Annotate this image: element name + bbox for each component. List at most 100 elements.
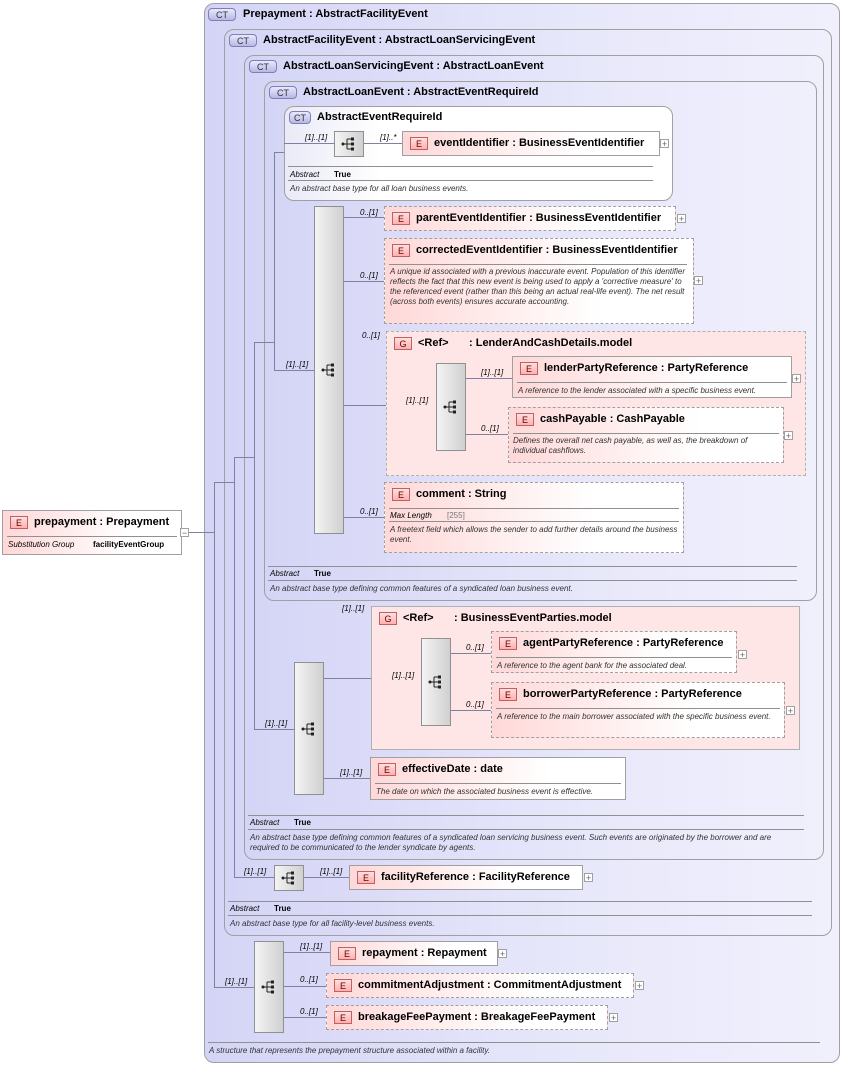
commitment-adjustment-element[interactable]: E commitmentAdjustment : CommitmentAdjus… xyxy=(326,973,634,998)
connector xyxy=(344,517,384,518)
element-name: parentEventIdentifier : BusinessEventIde… xyxy=(416,212,662,224)
element-name: effectiveDate : date xyxy=(402,763,503,775)
expand-toggle[interactable]: + xyxy=(584,873,593,883)
comment-element[interactable]: E comment : String Max Length [255] A fr… xyxy=(384,482,684,553)
element-badge: E xyxy=(410,137,428,150)
loan-servicing-event-type-doc: An abstract base type defining common fe… xyxy=(250,833,772,852)
separator xyxy=(7,536,177,537)
expand-toggle[interactable]: + xyxy=(786,706,795,716)
complex-type-badge: CT xyxy=(208,8,236,21)
prepayment-root-element[interactable]: E prepayment : Prepayment Substitution G… xyxy=(2,510,182,555)
root-element-name: prepayment : Prepayment xyxy=(34,516,170,528)
complex-type-badge: CT xyxy=(269,86,297,99)
complex-type-badge: CT xyxy=(289,111,311,124)
separator xyxy=(248,829,804,830)
element-doc: A unique id associated with a previous i… xyxy=(390,267,685,306)
event-identifier-element[interactable]: E eventIdentifier : BusinessEventIdentif… xyxy=(402,131,660,156)
cardinality: [1]..* xyxy=(380,133,397,142)
connector xyxy=(284,986,326,987)
connector xyxy=(344,281,384,282)
element-badge: E xyxy=(499,637,517,650)
borrower-party-reference-element[interactable]: E borrowerPartyReference : PartyReferenc… xyxy=(491,682,785,738)
separator xyxy=(208,1042,820,1043)
element-name: borrowerPartyReference : PartyReference xyxy=(523,688,742,700)
expand-toggle[interactable]: + xyxy=(609,1013,618,1023)
lender-party-reference-element[interactable]: E lenderPartyReference : PartyReference … xyxy=(512,356,792,398)
cardinality: 0..[1] xyxy=(360,507,378,516)
expand-toggle[interactable]: + xyxy=(694,276,703,286)
connector xyxy=(284,143,334,144)
element-name: comment : String xyxy=(416,488,507,500)
element-badge: E xyxy=(520,362,538,375)
connector xyxy=(254,342,255,730)
cardinality: [1]..[1] xyxy=(300,942,323,951)
element-name: correctedEventIdentifier : BusinessEvent… xyxy=(416,244,678,256)
expand-toggle[interactable]: + xyxy=(677,214,686,224)
sequence-icon xyxy=(281,871,294,885)
element-badge: E xyxy=(334,1011,352,1024)
loan-servicing-event-type-title: AbstractLoanServicingEvent : AbstractLoa… xyxy=(283,60,544,72)
cardinality: [1]..[1] xyxy=(342,604,365,613)
abstract-value: True xyxy=(294,818,311,827)
complex-type-badge: CT xyxy=(249,60,277,73)
element-name: repayment : Repayment xyxy=(362,947,487,959)
cardinality: [1]..[1] xyxy=(225,977,248,986)
element-badge: E xyxy=(338,947,356,960)
max-length-value: [255] xyxy=(447,511,465,520)
event-require-id-type-doc: An abstract base type for all loan busin… xyxy=(290,184,469,193)
collapse-toggle[interactable]: − xyxy=(180,528,189,538)
substitution-group-label: Substitution Group xyxy=(8,540,75,549)
element-name: cashPayable : CashPayable xyxy=(540,413,685,425)
separator xyxy=(268,580,797,581)
separator xyxy=(496,708,780,709)
element-badge: E xyxy=(392,244,410,257)
cardinality: [1]..[1] xyxy=(392,671,415,680)
group-badge: G xyxy=(394,337,412,350)
sequence-icon xyxy=(261,980,274,994)
cardinality: [1]..[1] xyxy=(286,360,309,369)
prepayment-type-title: Prepayment : AbstractFacilityEvent xyxy=(243,8,428,20)
event-require-id-type-title: AbstractEventRequireId xyxy=(317,111,443,123)
corrected-event-identifier-element[interactable]: E correctedEventIdentifier : BusinessEve… xyxy=(384,238,694,324)
separator xyxy=(228,915,812,916)
substitution-group-value: facilityEventGroup xyxy=(93,540,165,549)
element-name: facilityReference : FacilityReference xyxy=(381,871,570,883)
group-badge: G xyxy=(379,612,397,625)
connector xyxy=(304,877,349,878)
separator xyxy=(268,566,797,567)
expand-toggle[interactable]: + xyxy=(792,374,801,384)
separator xyxy=(389,521,679,522)
separator xyxy=(513,433,779,434)
sequence-compositor[interactable] xyxy=(314,206,344,534)
connector xyxy=(234,457,254,458)
connector xyxy=(214,987,254,988)
parent-event-identifier-element[interactable]: E parentEventIdentifier : BusinessEventI… xyxy=(384,206,676,231)
expand-toggle[interactable]: + xyxy=(635,981,644,991)
separator xyxy=(496,657,732,658)
element-badge: E xyxy=(516,413,534,426)
element-doc: A reference to the lender associated wit… xyxy=(518,386,757,395)
effective-date-element[interactable]: E effectiveDate : date The date on which… xyxy=(370,757,626,800)
expand-toggle[interactable]: + xyxy=(498,949,507,959)
group-name: : BusinessEventParties.model xyxy=(454,612,612,624)
facility-event-type-title: AbstractFacilityEvent : AbstractLoanServ… xyxy=(263,34,536,46)
complex-type-badge: CT xyxy=(229,34,257,47)
separator xyxy=(288,180,653,181)
expand-toggle[interactable]: + xyxy=(784,431,793,441)
connector xyxy=(254,342,274,343)
separator xyxy=(389,508,679,509)
facility-reference-element[interactable]: E facilityReference : FacilityReference xyxy=(349,865,583,890)
agent-party-reference-element[interactable]: E agentPartyReference : PartyReference A… xyxy=(491,631,737,673)
cardinality: 0..[1] xyxy=(481,424,499,433)
group-ref-label: <Ref> xyxy=(403,612,434,624)
connector xyxy=(451,710,491,711)
cash-payable-element[interactable]: E cashPayable : CashPayable Defines the … xyxy=(508,407,784,463)
expand-toggle[interactable]: + xyxy=(660,139,669,149)
breakage-fee-payment-element[interactable]: E breakageFeePayment : BreakageFeePaymen… xyxy=(326,1005,608,1030)
loan-event-type-doc: An abstract base type defining common fe… xyxy=(270,584,573,593)
expand-toggle[interactable]: + xyxy=(738,650,747,660)
abstract-label: Abstract xyxy=(250,818,280,827)
element-name: commitmentAdjustment : CommitmentAdjustm… xyxy=(358,979,622,991)
repayment-element[interactable]: E repayment : Repayment xyxy=(330,941,498,966)
